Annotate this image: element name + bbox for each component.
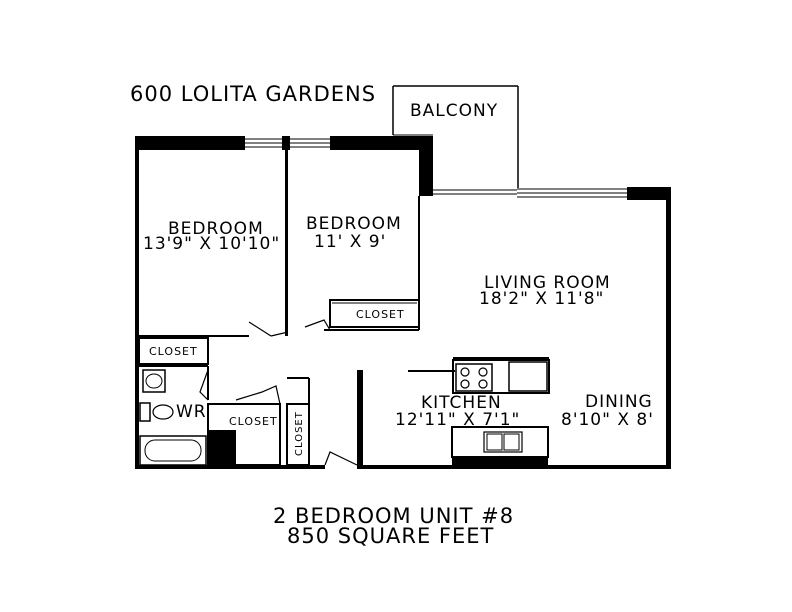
dining-name: DINING: [585, 392, 653, 412]
kitchen-fixtures: [451, 357, 550, 465]
doors: [199, 319, 358, 466]
bedroom1-name: BEDROOM: [168, 219, 264, 239]
bathroom-fixtures: WR: [139, 369, 207, 466]
living-name: LIVING ROOM: [484, 273, 611, 293]
closet-tall-label: CLOSET: [294, 411, 305, 456]
living-size: 18'2" X 11'8": [479, 289, 604, 309]
kitchen-size: 12'11" X 7'1": [395, 410, 520, 430]
dining-size: 8'10" X 8': [561, 410, 654, 430]
closet-middle-label: CLOSET: [229, 415, 278, 428]
bedroom2-name: BEDROOM: [306, 214, 402, 234]
building-name: 600 LOLITA GARDENS: [130, 82, 376, 106]
wr-label: WR: [176, 402, 207, 422]
balcony-label: BALCONY: [410, 101, 498, 121]
closet-hall-label: CLOSET: [149, 345, 198, 358]
balcony: BALCONY: [392, 85, 519, 188]
kitchen-name: KITCHEN: [421, 393, 502, 413]
interior-walls: [138, 150, 455, 466]
unit-area: 850 SQUARE FEET: [287, 524, 494, 548]
bedroom2-size: 11' X 9': [314, 232, 386, 252]
closet-bedroom2-label: CLOSET: [356, 308, 405, 321]
exterior-walls: [135, 136, 671, 469]
bedroom1-size: 13'9" X 10'10": [143, 234, 280, 254]
unit-title: 2 BEDROOM UNIT #8: [273, 504, 514, 528]
